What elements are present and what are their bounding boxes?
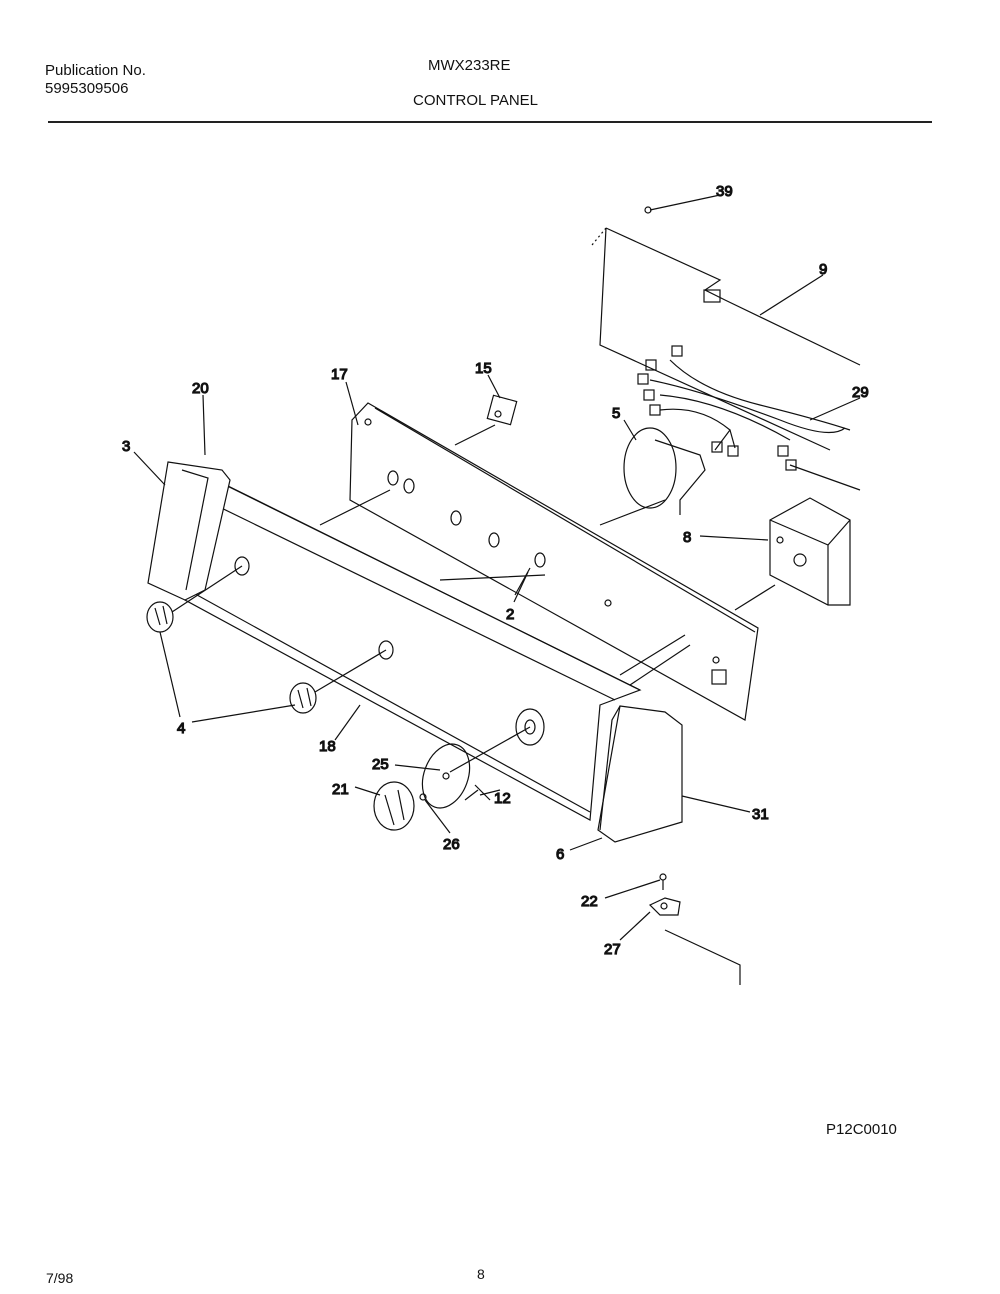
callout-21: 21 <box>332 781 349 798</box>
callout-27: 27 <box>604 941 621 958</box>
callout-31: 31 <box>752 806 769 823</box>
callout-2: 2 <box>506 606 514 623</box>
callout-6: 6 <box>556 846 564 863</box>
section-title: CONTROL PANEL <box>413 92 539 109</box>
callout-15: 15 <box>475 360 492 377</box>
front-console-panel <box>184 474 642 821</box>
shaft <box>619 634 691 686</box>
callout-3: 3 <box>122 438 130 455</box>
right-end-cap <box>597 705 683 843</box>
callout-39: 39 <box>716 183 733 200</box>
callout-9: 9 <box>819 261 827 278</box>
page-number: 8 <box>477 1266 485 1282</box>
callout-25: 25 <box>372 756 389 773</box>
selector-switch <box>454 394 518 446</box>
screw-39 <box>644 194 721 214</box>
callout-22: 22 <box>581 893 598 910</box>
callout-17: 17 <box>331 366 348 383</box>
timer <box>734 497 851 611</box>
callout-26: 26 <box>443 836 460 853</box>
hinge-bracket <box>648 873 741 985</box>
callout-8: 8 <box>683 529 691 546</box>
footer-date: 7/98 <box>46 1270 74 1286</box>
callout-18: 18 <box>319 738 336 755</box>
left-end-cap <box>147 461 231 601</box>
publication-label: Publication No. <box>45 62 146 79</box>
callout-4: 4 <box>177 720 185 737</box>
callout-29: 29 <box>852 384 869 401</box>
leader-lines <box>133 274 861 941</box>
rear-shield-plate <box>591 227 861 451</box>
figure-code: P12C0010 <box>826 1121 897 1138</box>
wire-harness <box>637 345 861 491</box>
callout-20: 20 <box>192 380 209 397</box>
knob-timer <box>373 781 415 831</box>
screw-12 <box>464 784 491 801</box>
knob-small-2 <box>289 649 387 714</box>
callout-5: 5 <box>612 405 620 422</box>
publication-number: 5995309506 <box>45 80 129 97</box>
model-number: MWX233RE <box>428 57 511 74</box>
water-level-switch <box>599 427 706 526</box>
header-divider <box>48 121 932 123</box>
callout-12: 12 <box>494 790 511 807</box>
